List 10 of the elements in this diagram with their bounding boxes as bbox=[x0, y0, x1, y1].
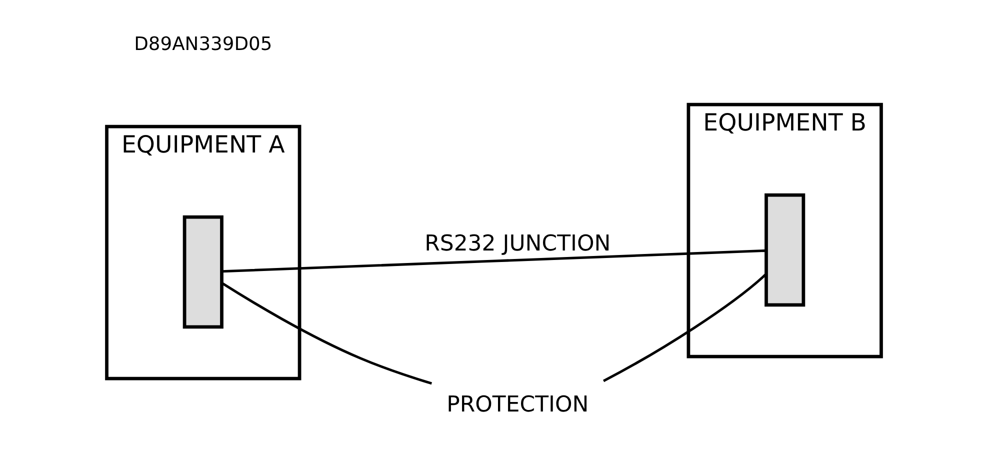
node-box bbox=[764, 193, 806, 307]
edge-label: RS232 JUNCTION bbox=[424, 232, 611, 257]
connector bbox=[222, 249, 766, 273]
cluster: EQUIPMENT B bbox=[686, 102, 883, 358]
cluster: EQUIPMENT A bbox=[105, 124, 302, 380]
connector bbox=[602, 273, 767, 382]
node-text: PROTECTION bbox=[446, 392, 589, 418]
connector bbox=[221, 282, 432, 385]
label: D89AN339D05 bbox=[134, 34, 272, 56]
node-box bbox=[182, 215, 224, 329]
